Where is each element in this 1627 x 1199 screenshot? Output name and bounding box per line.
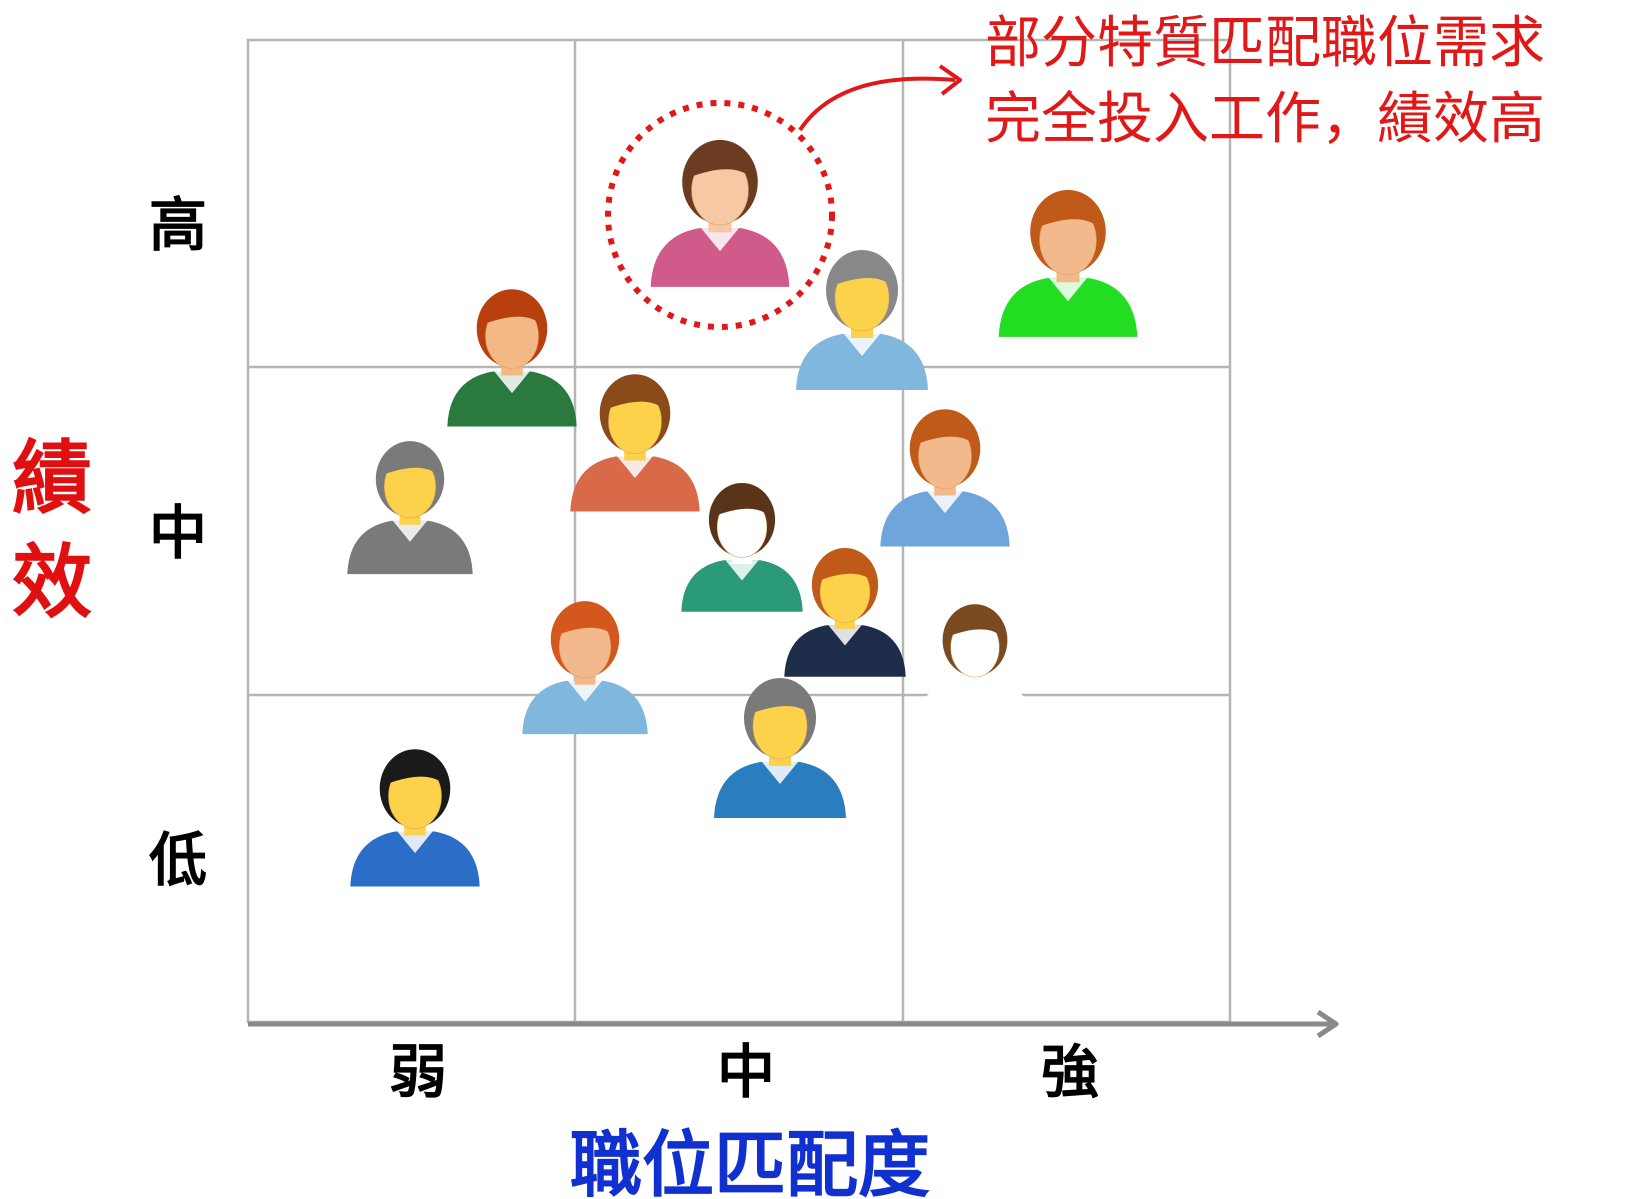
person-woman-red-hair-green-top-icon <box>447 289 577 427</box>
callout-line-1: 部分特質匹配職位需求 <box>985 11 1545 76</box>
person-man-gray-hair-blue-suit-icon <box>714 678 846 818</box>
people-layer <box>347 139 1138 887</box>
person-woman-brown-hair-necklace-icon <box>570 374 700 512</box>
person-man-auburn-hair-blue-shirt-icon <box>880 409 1010 547</box>
callout-arrowhead <box>938 64 962 96</box>
y-level-mid: 中 <box>149 499 207 567</box>
highlight-circle <box>605 100 835 330</box>
x-level-weak: 弱 <box>389 1038 447 1106</box>
person-woman-gray-hair-headband-icon <box>796 250 928 390</box>
person-man-gray-hair-suit-icon <box>347 441 473 575</box>
person-woman-black-hair-glasses-icon <box>350 749 480 887</box>
person-woman-books-highlighted-icon <box>650 139 790 287</box>
person-man-green-shirt-icon <box>998 189 1138 337</box>
x-axis-arrow <box>248 1009 1339 1039</box>
y-level-low: 低 <box>149 826 207 894</box>
x-axis-title: 職位匹配度 <box>570 1123 930 1199</box>
y-axis-title-char-2: 效 <box>12 536 92 629</box>
x-level-strong: 強 <box>1041 1038 1099 1106</box>
callout-arrow <box>798 76 956 132</box>
person-woman-braid-glasses-icon <box>915 604 1035 731</box>
person-woman-beanie-glasses-icon <box>681 482 803 612</box>
person-woman-red-hair-headband-icon <box>522 601 648 735</box>
x-level-mid: 中 <box>717 1038 775 1106</box>
y-level-high: 高 <box>149 191 207 259</box>
person-man-navy-suit-icon <box>784 547 906 677</box>
y-axis-title-char-1: 績 <box>12 432 92 525</box>
callout-line-2: 完全投入工作，績效高 <box>985 87 1545 152</box>
